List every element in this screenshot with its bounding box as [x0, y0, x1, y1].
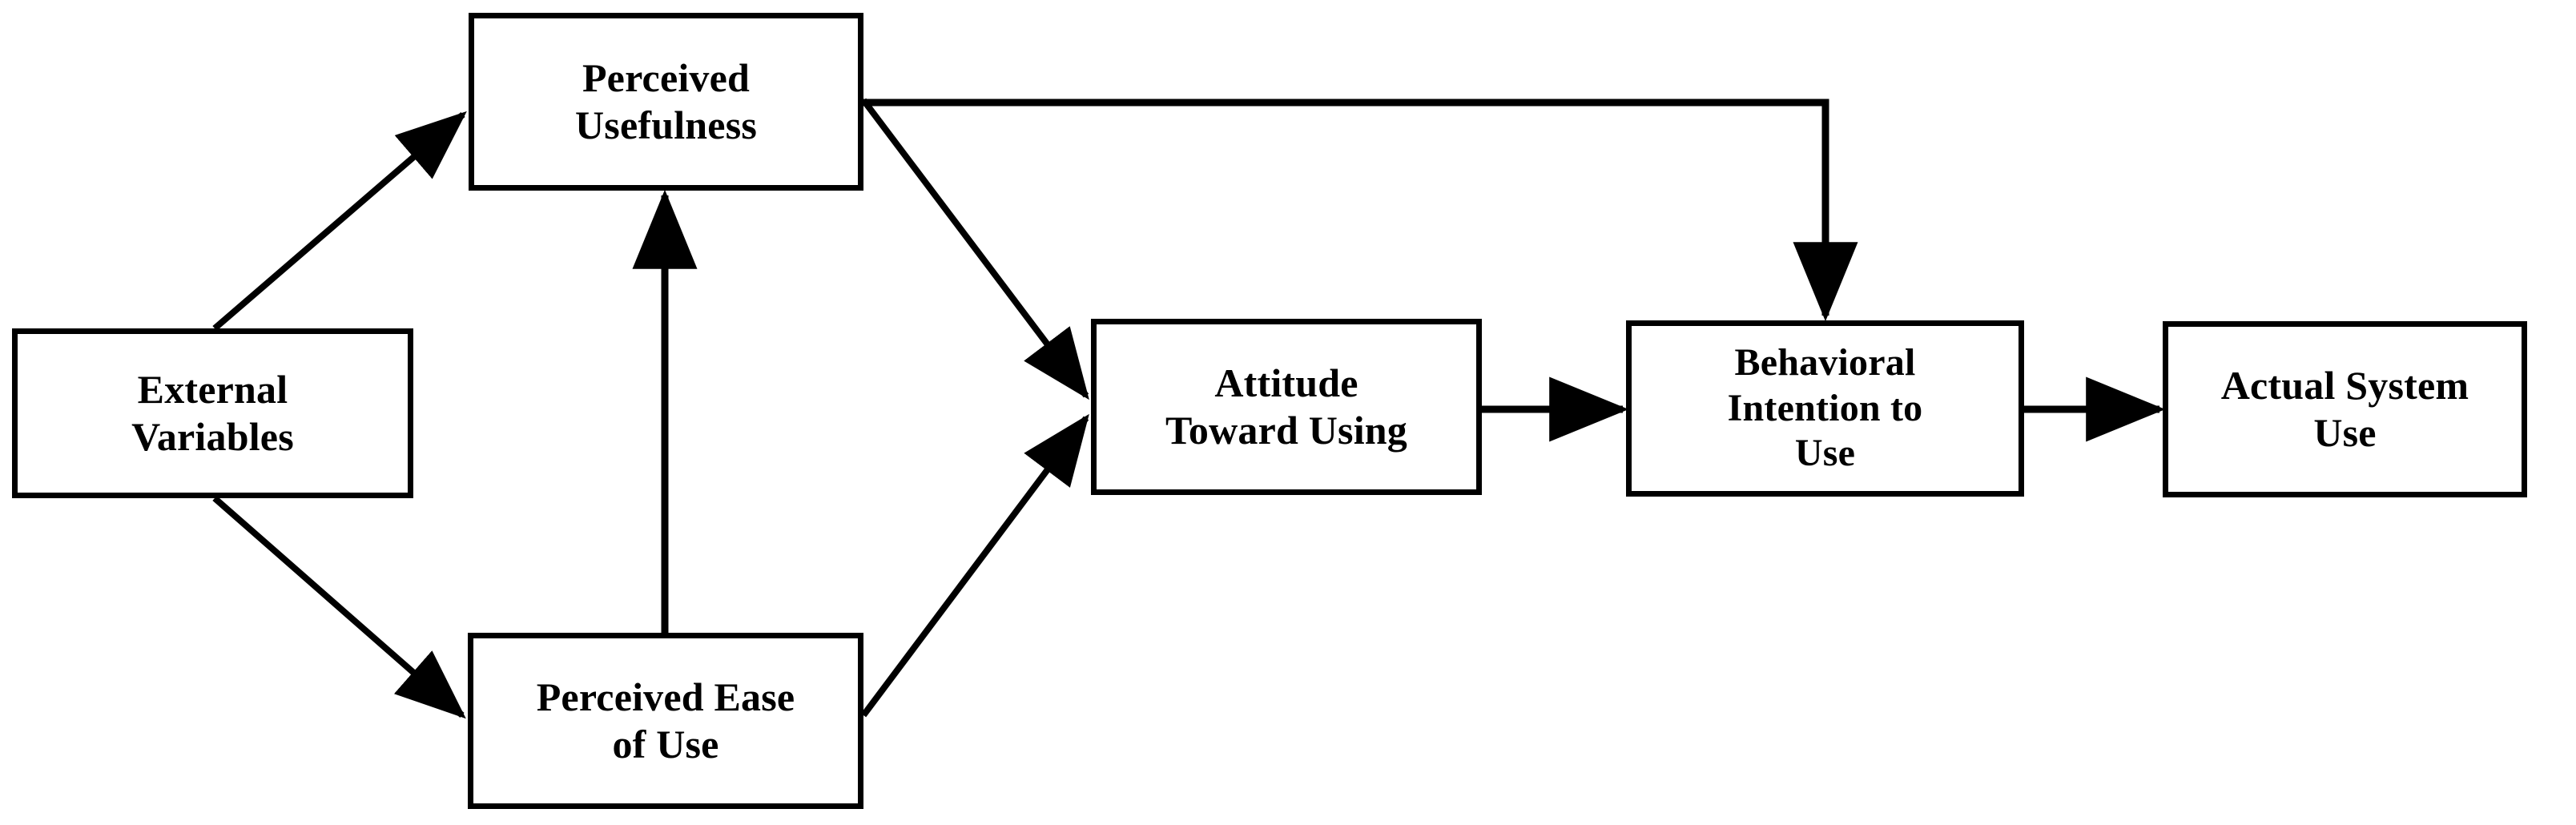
node-behavioral-intention-to-use[interactable]: Behavioral Intention to Use	[1626, 320, 2024, 497]
node-external-variables[interactable]: External Variables	[12, 328, 413, 498]
edge-external-to-perceived-ease-of-use	[212, 495, 466, 719]
node-perceived-usefulness-label: Perceived Usefulness	[574, 55, 758, 147]
node-actual-system-use[interactable]: Actual System Use	[2163, 321, 2527, 497]
node-actual-system-use-label: Actual System Use	[2220, 363, 2469, 455]
node-external-variables-label: External Variables	[131, 367, 294, 459]
edge-perceived-usefulness-to-attitude	[860, 98, 1089, 400]
edge-perceived-usefulness-to-behavioral-intention	[863, 99, 1858, 322]
node-perceived-ease-of-use-label: Perceived Ease of Use	[536, 674, 795, 767]
node-perceived-ease-of-use[interactable]: Perceived Ease of Use	[468, 633, 863, 809]
node-behavioral-intention-to-use-label: Behavioral Intention to Use	[1727, 341, 1923, 475]
node-attitude-toward-using[interactable]: Attitude Toward Using	[1091, 319, 1482, 495]
node-perceived-usefulness[interactable]: Perceived Usefulness	[469, 13, 863, 191]
node-attitude-toward-using-label: Attitude Toward Using	[1165, 360, 1408, 453]
edge-perceived-ease-of-use-to-attitude	[860, 413, 1089, 718]
edge-external-to-perceived-usefulness	[212, 111, 467, 332]
